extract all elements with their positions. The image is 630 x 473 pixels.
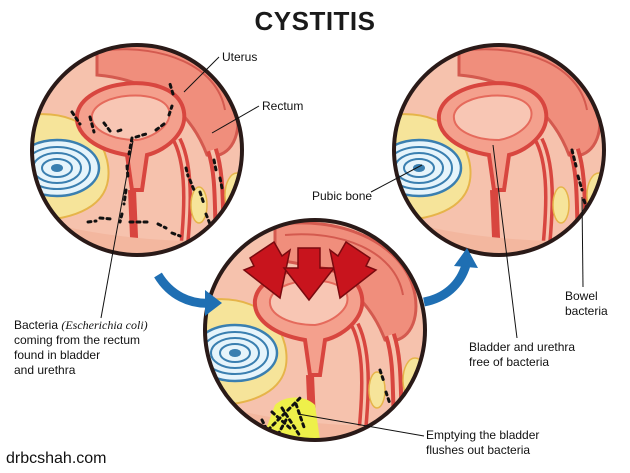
flow-arrows bbox=[154, 248, 478, 316]
label-rectum: Rectum bbox=[262, 99, 304, 113]
label-bacteria-line3: found in bladder bbox=[14, 348, 101, 362]
leader-lines bbox=[100, 56, 584, 437]
bacteria-dots-1 bbox=[70, 82, 224, 238]
label-free-line1: Bladder and urethra bbox=[469, 340, 576, 354]
emptying-bladder-circle bbox=[203, 218, 427, 442]
clean-bladder-circle bbox=[392, 43, 606, 257]
label-emptying: Emptying the bladder flushes out bacteri… bbox=[426, 428, 539, 458]
label-bowel-line1: Bowel bbox=[565, 289, 598, 303]
pressure-arrows bbox=[242, 240, 378, 302]
label-emptying-line1: Emptying the bladder bbox=[426, 428, 540, 442]
label-bladder-free: Bladder and urethra free of bacteria bbox=[469, 340, 575, 370]
page-title: CYSTITIS bbox=[254, 6, 376, 36]
label-free-line2: free of bacteria bbox=[469, 355, 550, 369]
site-credit: drbcshah.com bbox=[6, 450, 107, 467]
red-arrow-middle bbox=[282, 247, 336, 302]
label-emptying-line2: flushes out bacteria bbox=[426, 443, 531, 457]
red-arrow-right bbox=[328, 240, 378, 300]
label-bacteria-prefix: Bacteria bbox=[14, 318, 62, 332]
label-bacteria-line2: coming from the rectum bbox=[14, 333, 141, 347]
label-bacteria-line4: and urethra bbox=[14, 363, 76, 377]
label-uterus: Uterus bbox=[222, 50, 258, 64]
urine-flow bbox=[262, 397, 320, 440]
label-bacteria-species: (Escherichia coli) bbox=[61, 318, 148, 332]
bowel-bacteria-dots-2 bbox=[570, 148, 596, 234]
label-bowel-line2: bacteria bbox=[565, 304, 608, 318]
infected-bladder-circle bbox=[30, 43, 244, 257]
blue-arrow-up bbox=[422, 263, 471, 307]
label-bacteria: Bacteria (Escherichia coli) coming from … bbox=[14, 318, 148, 378]
red-arrow-left bbox=[242, 240, 292, 300]
blue-arrow-down bbox=[154, 272, 213, 308]
label-bowel-bacteria: Bowel bacteria bbox=[565, 289, 608, 319]
label-pubic-bone: Pubic bone bbox=[312, 189, 373, 203]
